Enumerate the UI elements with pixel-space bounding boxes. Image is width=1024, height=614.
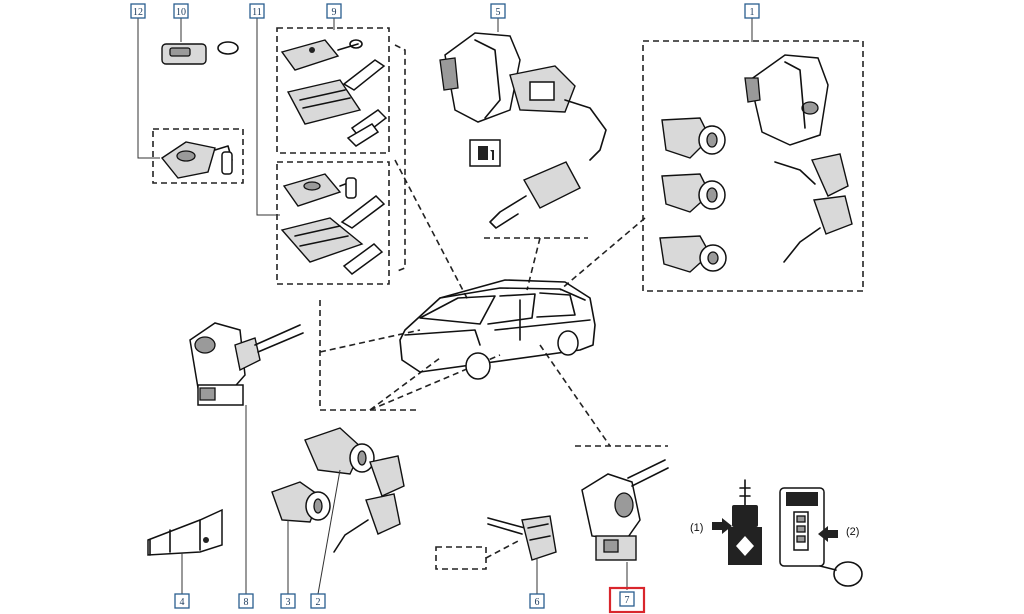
part-label-7[interactable]: 7 [619, 591, 635, 607]
fuel-pump-icon [469, 139, 501, 167]
part-label-text: 7 [625, 595, 630, 606]
legend-area: (1) (2) [690, 479, 863, 587]
part-label-10[interactable]: 10 [173, 3, 189, 19]
callout-2-label: (2) [846, 526, 859, 538]
part-label-text: 12 [133, 7, 143, 18]
part-label-text: 2 [316, 597, 321, 608]
part-8-lock-housing [189, 322, 304, 406]
label-leader-lines [137, 18, 753, 595]
part-label-text: 3 [286, 597, 291, 608]
part-label-3[interactable]: 3 [280, 593, 296, 609]
group-bracket-9-11 [394, 44, 406, 273]
key-head-icon [732, 505, 758, 527]
part-12-remote [160, 141, 233, 179]
part-3-door-cylinder [271, 481, 331, 523]
part-label-text: 9 [332, 7, 337, 18]
part-number-labels: 12 10 11 9 5 1 4 8 3 2 6 7 [130, 3, 760, 609]
part-label-text: 10 [176, 7, 186, 18]
part-label-text: 4 [180, 597, 185, 608]
part-6-key [487, 515, 557, 561]
part-label-1[interactable]: 1 [744, 3, 760, 19]
arrow-right-icon [712, 518, 732, 534]
part-2-cylinder-with-keys [304, 427, 405, 553]
brand-diamond-icon [736, 536, 754, 556]
part-label-12[interactable]: 12 [130, 3, 146, 19]
group-box-1 [642, 40, 864, 292]
car-leader-lines [319, 159, 646, 559]
part-label-2[interactable]: 2 [310, 593, 326, 609]
group-box-11 [276, 161, 390, 285]
group-box-6 [435, 546, 487, 570]
part-label-text: 5 [496, 7, 501, 18]
part-label-9[interactable]: 9 [326, 3, 342, 19]
part-1-lock-set [659, 54, 853, 273]
callout-1-label: (1) [690, 522, 703, 534]
part-label-4[interactable]: 4 [174, 593, 190, 609]
part-10-remote-fob [161, 41, 239, 65]
part-11-remote-set [280, 173, 386, 275]
keyring-icon [833, 561, 863, 587]
part-label-text: 8 [244, 597, 249, 608]
part-5-fuel-cap [439, 32, 607, 229]
part-label-5[interactable]: 5 [490, 3, 506, 19]
part-9-remote-set [280, 39, 388, 147]
car-minivan [399, 279, 596, 380]
group-box-12 [152, 128, 244, 184]
part-7-ignition-lock [581, 459, 669, 561]
part-label-text: 11 [252, 7, 262, 18]
selected-part-highlight [608, 586, 646, 614]
part-label-11[interactable]: 11 [249, 3, 265, 19]
group-box-9 [276, 27, 390, 154]
part-label-8[interactable]: 8 [238, 593, 254, 609]
part-4-bracket [147, 508, 223, 556]
part-label-text: 1 [750, 7, 755, 18]
arrow-left-icon [818, 526, 838, 542]
part-label-6[interactable]: 6 [529, 593, 545, 609]
part-label-text: 6 [535, 597, 540, 608]
